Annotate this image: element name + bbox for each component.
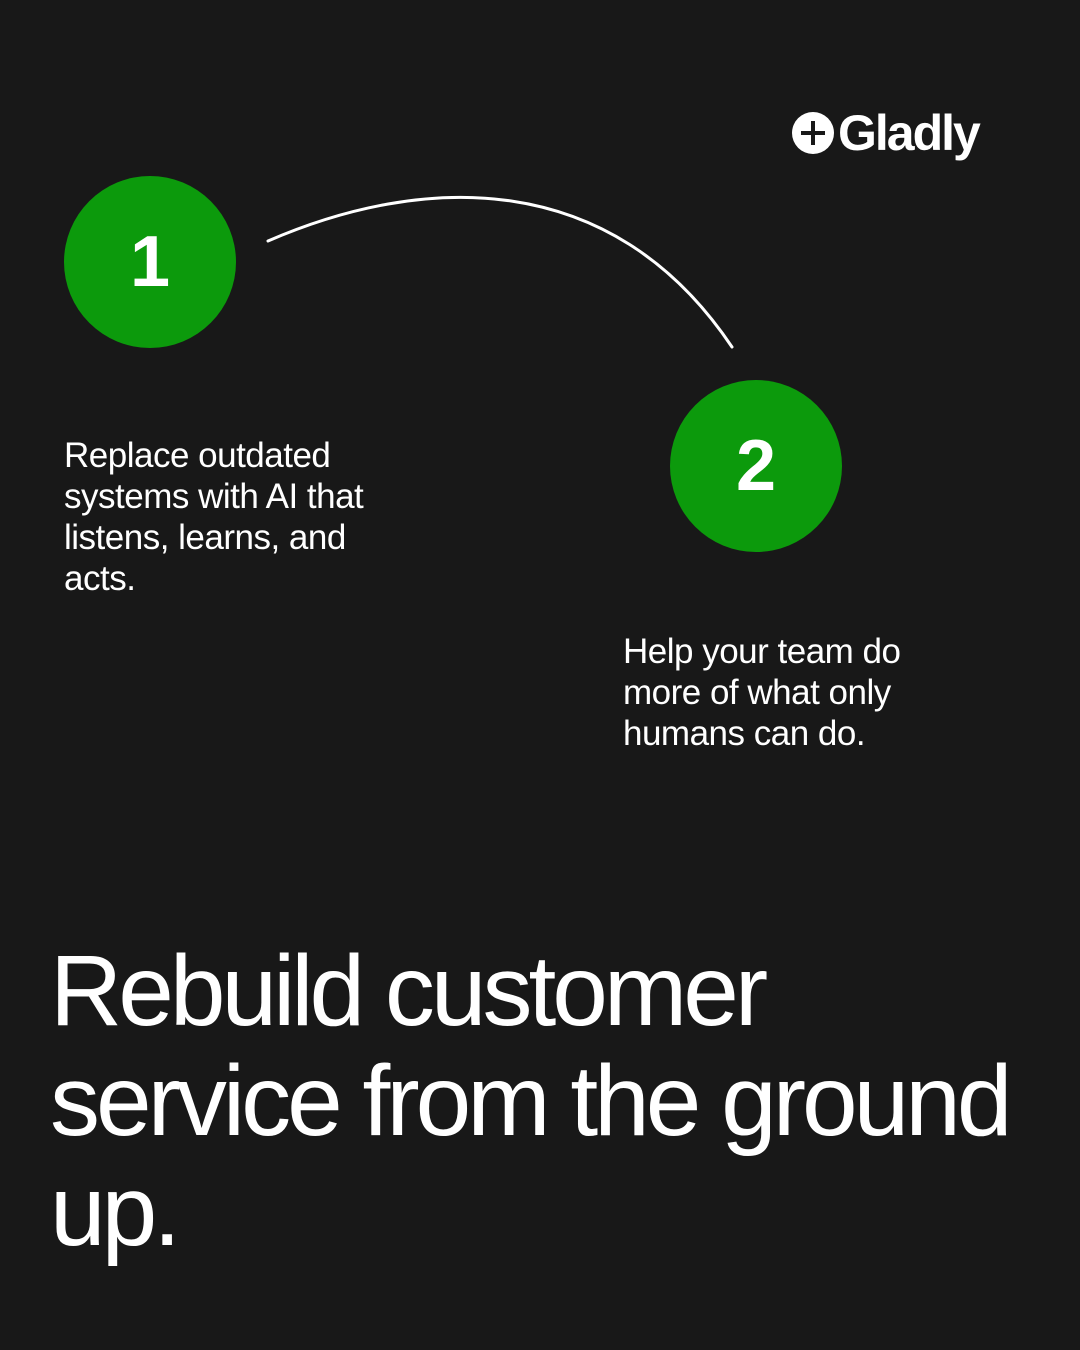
step-2-badge: 2 [670,380,842,552]
plus-circle-icon [792,112,834,154]
step-1-text: Replace outdated systems with AI that li… [64,436,364,598]
brand-name: Gladly [838,105,981,161]
brand-logo: Gladly [792,100,981,166]
headline: Rebuild customer service from the ground… [50,935,1013,1267]
step-1-number: 1 [129,222,171,302]
step-1-badge: 1 [64,176,236,348]
step-2-text: Help your team do more of what only huma… [623,632,901,753]
step-2-number: 2 [735,426,777,506]
